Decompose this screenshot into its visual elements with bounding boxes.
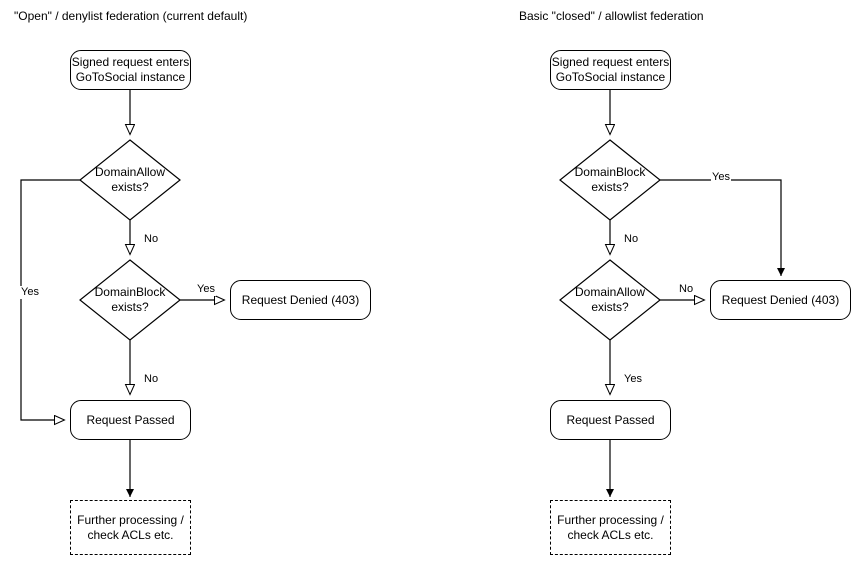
decision-shape-domainallow-right	[559, 259, 661, 341]
node-signed-request-left[interactable]: Signed request enters GoToSocial instanc…	[70, 50, 191, 90]
edge-label-domainallow-no-left: No	[143, 233, 160, 246]
node-further-processing-left[interactable]: Further processing / check ACLs etc.	[70, 500, 191, 555]
edge-domainblock-yes-right	[660, 179, 785, 276]
edge-label-domainblock-yes-left: Yes	[196, 283, 216, 296]
edge-label-domainblock-no-right: No	[623, 233, 640, 246]
diagram-title-closed-allowlist: Basic "closed" / allowlist federation	[519, 9, 704, 23]
node-further-processing-right[interactable]: Further processing / check ACLs etc.	[550, 500, 671, 555]
edge-label-domainallow-yes-right: Yes	[623, 373, 643, 386]
decision-shape-domainblock-left	[79, 259, 181, 341]
edge-label-domainblock-yes-right: Yes	[711, 171, 731, 184]
edge-label-domainallow-yes-left: Yes	[20, 286, 40, 299]
diagram-title-open-denylist: "Open" / denylist federation (current de…	[14, 9, 248, 23]
edge-domainallow-yes-left	[20, 179, 80, 420]
node-request-passed-left[interactable]: Request Passed	[70, 400, 191, 440]
decision-shape-domainblock-right	[559, 139, 661, 221]
node-request-denied-left[interactable]: Request Denied (403)	[230, 280, 371, 320]
decision-shape-domainallow-left	[79, 139, 181, 221]
node-signed-request-right[interactable]: Signed request enters GoToSocial instanc…	[550, 50, 671, 90]
node-request-denied-right[interactable]: Request Denied (403)	[710, 280, 851, 320]
edge-label-domainblock-no-left: No	[143, 373, 160, 386]
node-request-passed-right[interactable]: Request Passed	[550, 400, 671, 440]
edge-label-domainallow-no-right: No	[678, 283, 695, 296]
